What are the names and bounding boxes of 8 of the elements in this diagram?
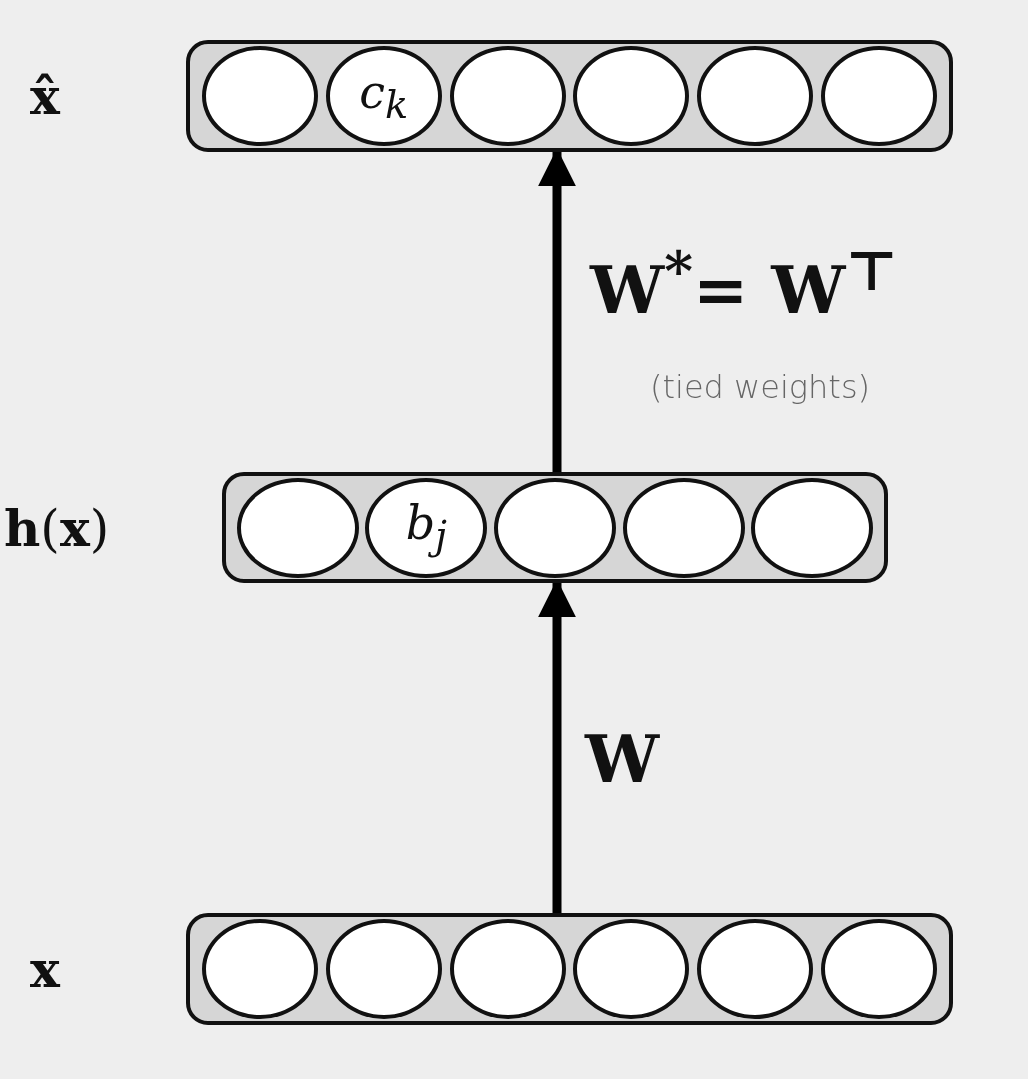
layer-label: h(x) — [4, 498, 110, 557]
layer-label: x̂ — [30, 66, 60, 126]
edge-label: W — [585, 720, 660, 798]
edge-label: W$^{*}$= W$^{⊤}$ — [590, 238, 899, 329]
neuron-label: c$_{k}$ — [359, 64, 409, 128]
note-text: (tied weights) — [650, 368, 871, 406]
neuron-label: b$_{j}$ — [405, 496, 447, 559]
layer-label: x — [30, 939, 60, 999]
